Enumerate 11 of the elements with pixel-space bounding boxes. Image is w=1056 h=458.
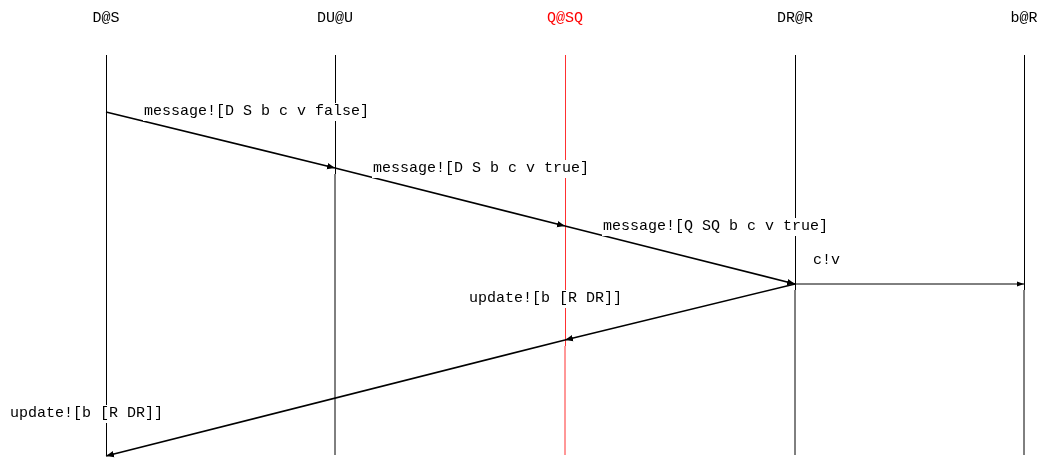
message-arrow [334,167,566,228]
message-arrow [564,283,796,342]
message-arrow [794,281,1025,287]
message-arrow [564,225,796,286]
lifeline-label: DR@R [777,10,813,27]
message-arrow [105,339,566,458]
lifeline-label: Q@SQ [547,10,583,27]
lifeline-label: b@R [1010,10,1038,27]
message-arrow [105,111,336,170]
lifeline-label: DU@U [317,10,353,27]
lifeline-label: D@S [92,10,120,27]
